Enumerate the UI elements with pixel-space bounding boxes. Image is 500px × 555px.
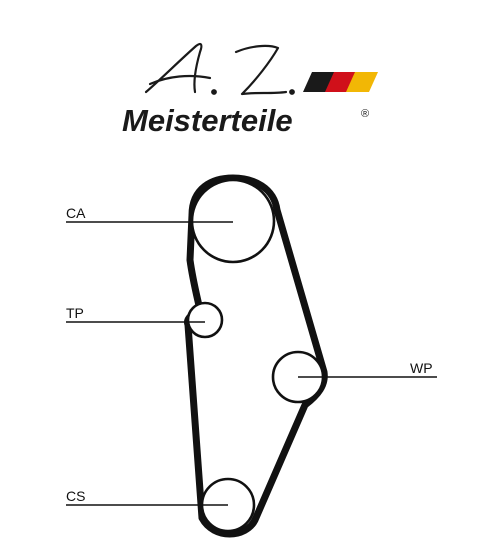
flag-stripes	[303, 72, 378, 92]
tp-label: TP	[66, 305, 84, 321]
ca-label: CA	[66, 205, 86, 221]
registered-mark: ®	[361, 108, 369, 120]
wp-label: WP	[410, 360, 433, 376]
brand-signature	[144, 42, 295, 96]
timing-belt-diagram: CA TP WP CS	[0, 150, 500, 550]
timing-belt-svg: CA TP WP CS	[66, 174, 437, 538]
tensioner-pulley	[186, 301, 224, 339]
camshaft-pulley	[190, 178, 276, 264]
brand-name: Meisterteile	[122, 103, 293, 138]
brand-logo: Meisterteile ®	[0, 0, 500, 150]
flag-stripe	[346, 72, 378, 92]
brand-logo-graphic: Meisterteile ®	[122, 42, 378, 138]
cs-label: CS	[66, 488, 85, 504]
